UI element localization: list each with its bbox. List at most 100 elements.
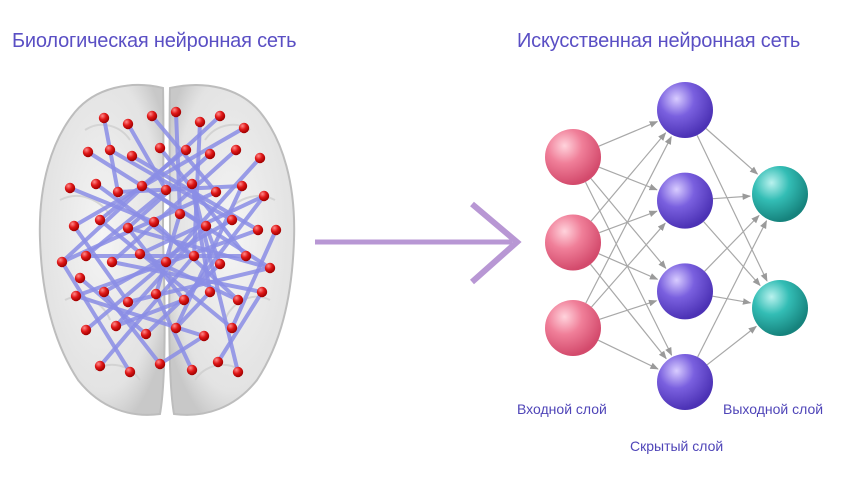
brain-neuron: [124, 366, 136, 378]
connection-arrow: [703, 221, 761, 287]
brain-connection: [182, 194, 266, 302]
brain-neuron: [188, 250, 200, 262]
brain-neuron: [98, 112, 110, 124]
brain-connection: [108, 148, 234, 222]
brain-neuron: [226, 214, 238, 226]
brain-neuron: [70, 290, 82, 302]
brain-neuron: [122, 296, 134, 308]
brain-neuron: [214, 258, 226, 270]
brain-neuron: [146, 110, 158, 122]
connection-arrow: [585, 135, 672, 304]
connection-arrow: [705, 128, 759, 175]
brain-neuron: [64, 182, 76, 194]
brain-neuron: [106, 256, 118, 268]
brain-neurons: [56, 106, 282, 378]
brain-connection: [114, 298, 186, 328]
hidden-neuron: [657, 172, 713, 229]
connection-arrow: [590, 263, 667, 360]
connection-arrow: [704, 214, 760, 272]
transition-arrow: [315, 201, 522, 285]
brain-neuron: [258, 190, 270, 202]
brain-neuron: [178, 294, 190, 306]
brain-connection: [174, 290, 212, 330]
brain-neuron: [110, 320, 122, 332]
brain-neuron: [212, 356, 224, 368]
brain-neuron: [226, 322, 238, 334]
brain-connection: [230, 228, 278, 330]
brain-neuron: [122, 118, 134, 130]
brain-neuron: [174, 208, 186, 220]
brain-neuron: [80, 250, 92, 262]
connection-arrow: [598, 121, 659, 147]
brain-connection: [204, 224, 222, 266]
connection-arrow: [591, 222, 666, 308]
brain-neuron: [204, 286, 216, 298]
brain-connection: [60, 190, 218, 264]
connection-arrow: [598, 253, 659, 280]
brain-neuron: [74, 272, 86, 284]
brain-neuron: [186, 178, 198, 190]
hidden-layer-label: Скрытый слой: [630, 438, 724, 454]
brain-connection: [138, 252, 240, 302]
brain-connection: [152, 220, 240, 302]
brain-neuron: [232, 366, 244, 378]
brain-connection: [126, 122, 168, 192]
brain-neuron: [240, 250, 252, 262]
brain-neuron: [198, 330, 210, 342]
input-neuron: [545, 300, 601, 356]
output-layer-label: Выходной слой: [723, 401, 824, 417]
brain-connection: [158, 334, 206, 366]
hidden-neuron: [657, 82, 713, 138]
brain-neuron: [204, 148, 216, 160]
brain-neuron: [186, 364, 198, 376]
brain-connection: [174, 110, 182, 216]
brain-neuron: [112, 186, 124, 198]
brain-neuron: [194, 116, 206, 128]
brain-neuron: [170, 322, 182, 334]
brain-neuron: [82, 146, 94, 158]
input-neuron: [545, 129, 601, 185]
brain-neuron: [56, 256, 68, 268]
connection-arrow: [697, 220, 768, 358]
brain-neuron: [94, 360, 106, 372]
brain-neuron: [180, 144, 192, 156]
brain-neuron: [134, 248, 146, 260]
brain-connection: [216, 290, 264, 364]
brain-neuron: [154, 142, 166, 154]
brain-connection: [192, 120, 202, 258]
network-nodes: [545, 82, 808, 410]
brain-neuron: [254, 152, 266, 164]
connection-arrow: [590, 178, 667, 269]
hidden-neuron: [657, 263, 713, 320]
connection-arrow: [590, 132, 667, 222]
connection-arrow: [712, 295, 752, 305]
output-neuron: [752, 280, 808, 336]
brain-neuron: [90, 178, 102, 190]
hidden-neuron: [657, 354, 713, 410]
brain-neuron: [68, 220, 80, 232]
brain-neuron: [140, 328, 152, 340]
brain-neuron: [256, 286, 268, 298]
brain-neuron: [270, 224, 282, 236]
connection-arrow: [696, 134, 768, 282]
brain-neuron: [230, 144, 242, 156]
connection-arrow: [706, 325, 757, 366]
brain-connection: [60, 260, 132, 374]
brain-illustration: [38, 84, 296, 416]
network-connections: [584, 121, 768, 370]
brain-neuron: [126, 150, 138, 162]
brain-neuron: [148, 216, 160, 228]
artificial-network-title: Искусственная нейронная сеть: [517, 30, 801, 52]
brain-neuron: [232, 294, 244, 306]
brain-neuron: [154, 358, 166, 370]
brain-connection: [126, 226, 272, 270]
brain-neuron: [98, 286, 110, 298]
brain-connection: [98, 218, 234, 330]
brain-neuron: [136, 180, 148, 192]
brain-neuron: [214, 110, 226, 122]
brain-neuron: [160, 184, 172, 196]
biological-network-title: Биологическая нейронная сеть: [12, 30, 297, 52]
connection-arrow: [712, 193, 751, 200]
connection-arrow: [598, 166, 658, 191]
